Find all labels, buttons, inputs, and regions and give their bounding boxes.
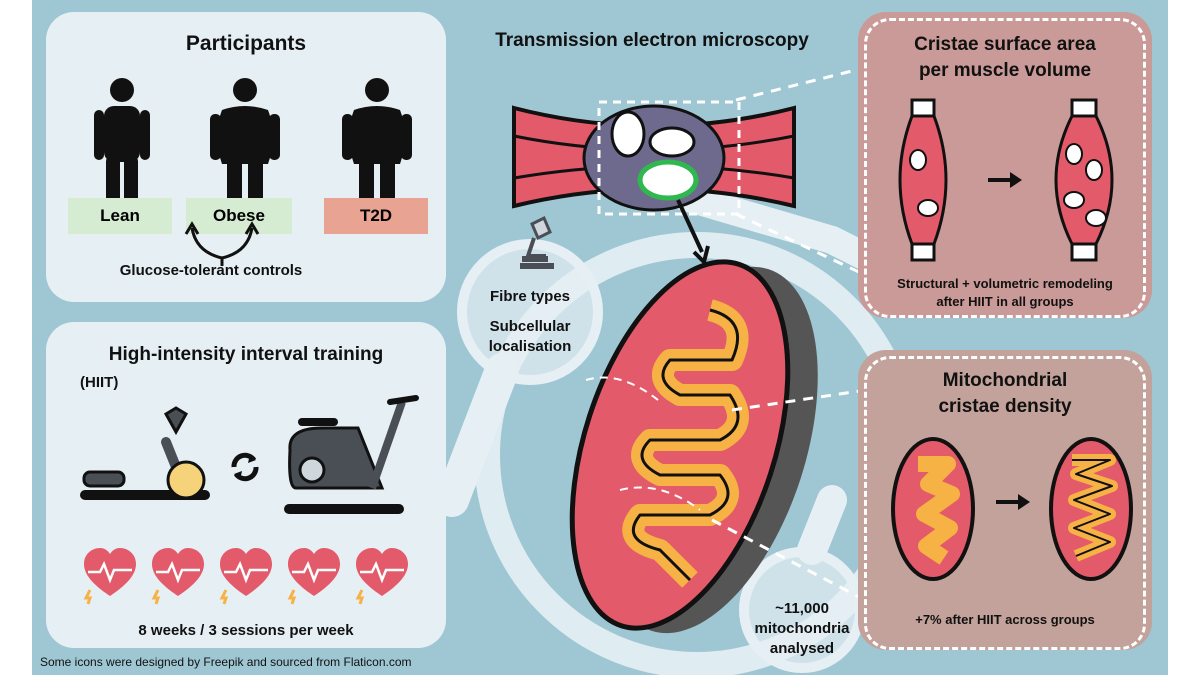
mitochondria-count-line1: ~11,000	[775, 600, 829, 617]
arrow-down-icon	[676, 199, 710, 266]
hiit-title: High-intensity interval training	[108, 344, 384, 365]
hiit-schedule: 8 weeks / 3 sessions per week	[138, 622, 354, 639]
rowing-machine-icon	[80, 406, 210, 500]
t2d-label: T2D	[324, 198, 428, 234]
heart-rate-icon	[287, 548, 340, 605]
cristae-density-title-line1: Mitochondrial	[942, 370, 1068, 391]
participants-title: Participants	[185, 32, 307, 55]
infographic-canvas: Participants Lean Obese T2D Glucose-tole…	[32, 0, 1168, 675]
heart-rate-icon	[355, 548, 408, 605]
mitochondria-count-line3: analysed	[769, 640, 835, 657]
tem-title: Transmission electron microscopy	[495, 30, 809, 51]
controls-label: Glucose-tolerant controls	[119, 262, 303, 279]
cristae-area-note-line2: after HIIT in all groups	[936, 294, 1074, 309]
lean-label: Lean	[68, 198, 172, 234]
lean-person-icon	[94, 78, 150, 204]
obese-person-icon	[210, 78, 280, 204]
mitochondrion-before-icon	[891, 437, 975, 581]
heart-rate-icon	[151, 548, 204, 605]
microscope-icon	[520, 215, 554, 269]
mitochondrion-illustration	[569, 259, 818, 634]
mitochondrion-after-icon	[1049, 437, 1133, 581]
cristae-area-note-line1: Structural + volumetric remodeling	[897, 276, 1113, 291]
arrow-right-icon	[996, 494, 1030, 510]
obese-label: Obese	[186, 198, 292, 234]
cristae-area-dashed-frame	[864, 18, 1146, 318]
controls-bracket-arrows	[184, 221, 260, 266]
cristae-density-dashed-frame	[864, 356, 1146, 650]
muscle-fibre-icon	[512, 100, 796, 216]
hiit-subtitle: (HIIT)	[80, 374, 119, 391]
heart-rate-icon	[83, 548, 136, 605]
cristae-density-title-line2: cristae density	[938, 396, 1072, 417]
localisation-label-line1: Subcellular	[489, 318, 571, 335]
muscle-after-icon	[1054, 98, 1114, 262]
mitochondria-count-line2: mitochondria	[754, 620, 850, 637]
cristae-area-title-line1: Cristae surface area	[914, 34, 1096, 55]
heart-rate-icon	[219, 548, 272, 605]
muscle-before-icon	[898, 98, 948, 262]
localisation-label-line2: localisation	[488, 338, 572, 355]
cristae-area-title-line2: per muscle volume	[918, 60, 1092, 81]
t2d-person-icon	[342, 78, 412, 204]
arrow-right-icon	[988, 172, 1022, 188]
exercise-bike-icon	[284, 395, 419, 514]
refresh-cycle-icon	[231, 452, 259, 482]
icon-credit: Some icons were designed by Freepik and …	[40, 655, 412, 669]
fibre-types-label: Fibre types	[489, 288, 571, 305]
cristae-density-note: +7% after HIIT across groups	[915, 612, 1095, 627]
